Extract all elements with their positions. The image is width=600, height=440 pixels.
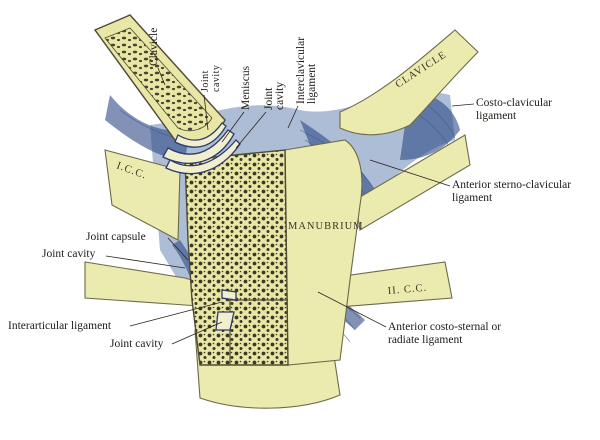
joint-cavity-upper [174,122,227,148]
label-joint-capsule: Joint capsule [86,231,146,243]
joint-cavity-lower [165,139,241,175]
clavicle-left-section [104,27,213,132]
label-joint-cavity-left: Joint cavity [42,248,96,260]
meniscus [162,129,235,164]
label-interarticular-ligament: Interarticular ligament [8,320,112,332]
manubrium-label: MANUBRIUM [288,221,364,232]
manubrium-bone [284,139,363,366]
label-joint-cavity-mid: Jointcavity [263,82,286,110]
label-meniscus: Meniscus [240,65,252,110]
clavicle-right-bone [339,29,479,136]
manubrium-section [184,149,289,366]
label-joint-cavity-top: Jointcavity [200,65,222,92]
label-joint-cavity-bottom: Joint cavity [110,338,164,350]
iicc-label: II. C.C. [387,283,427,297]
joint-cavity-costal-upper [221,289,237,301]
first-costal-cartilage-left [104,149,181,241]
label-clavicle-left: Clavicle [148,28,160,66]
label-interclavicular-ligament: Interclavicularligament [295,37,318,104]
labels-layer: Clavicle Jointcavity Meniscus Jointcavit… [8,28,571,350]
